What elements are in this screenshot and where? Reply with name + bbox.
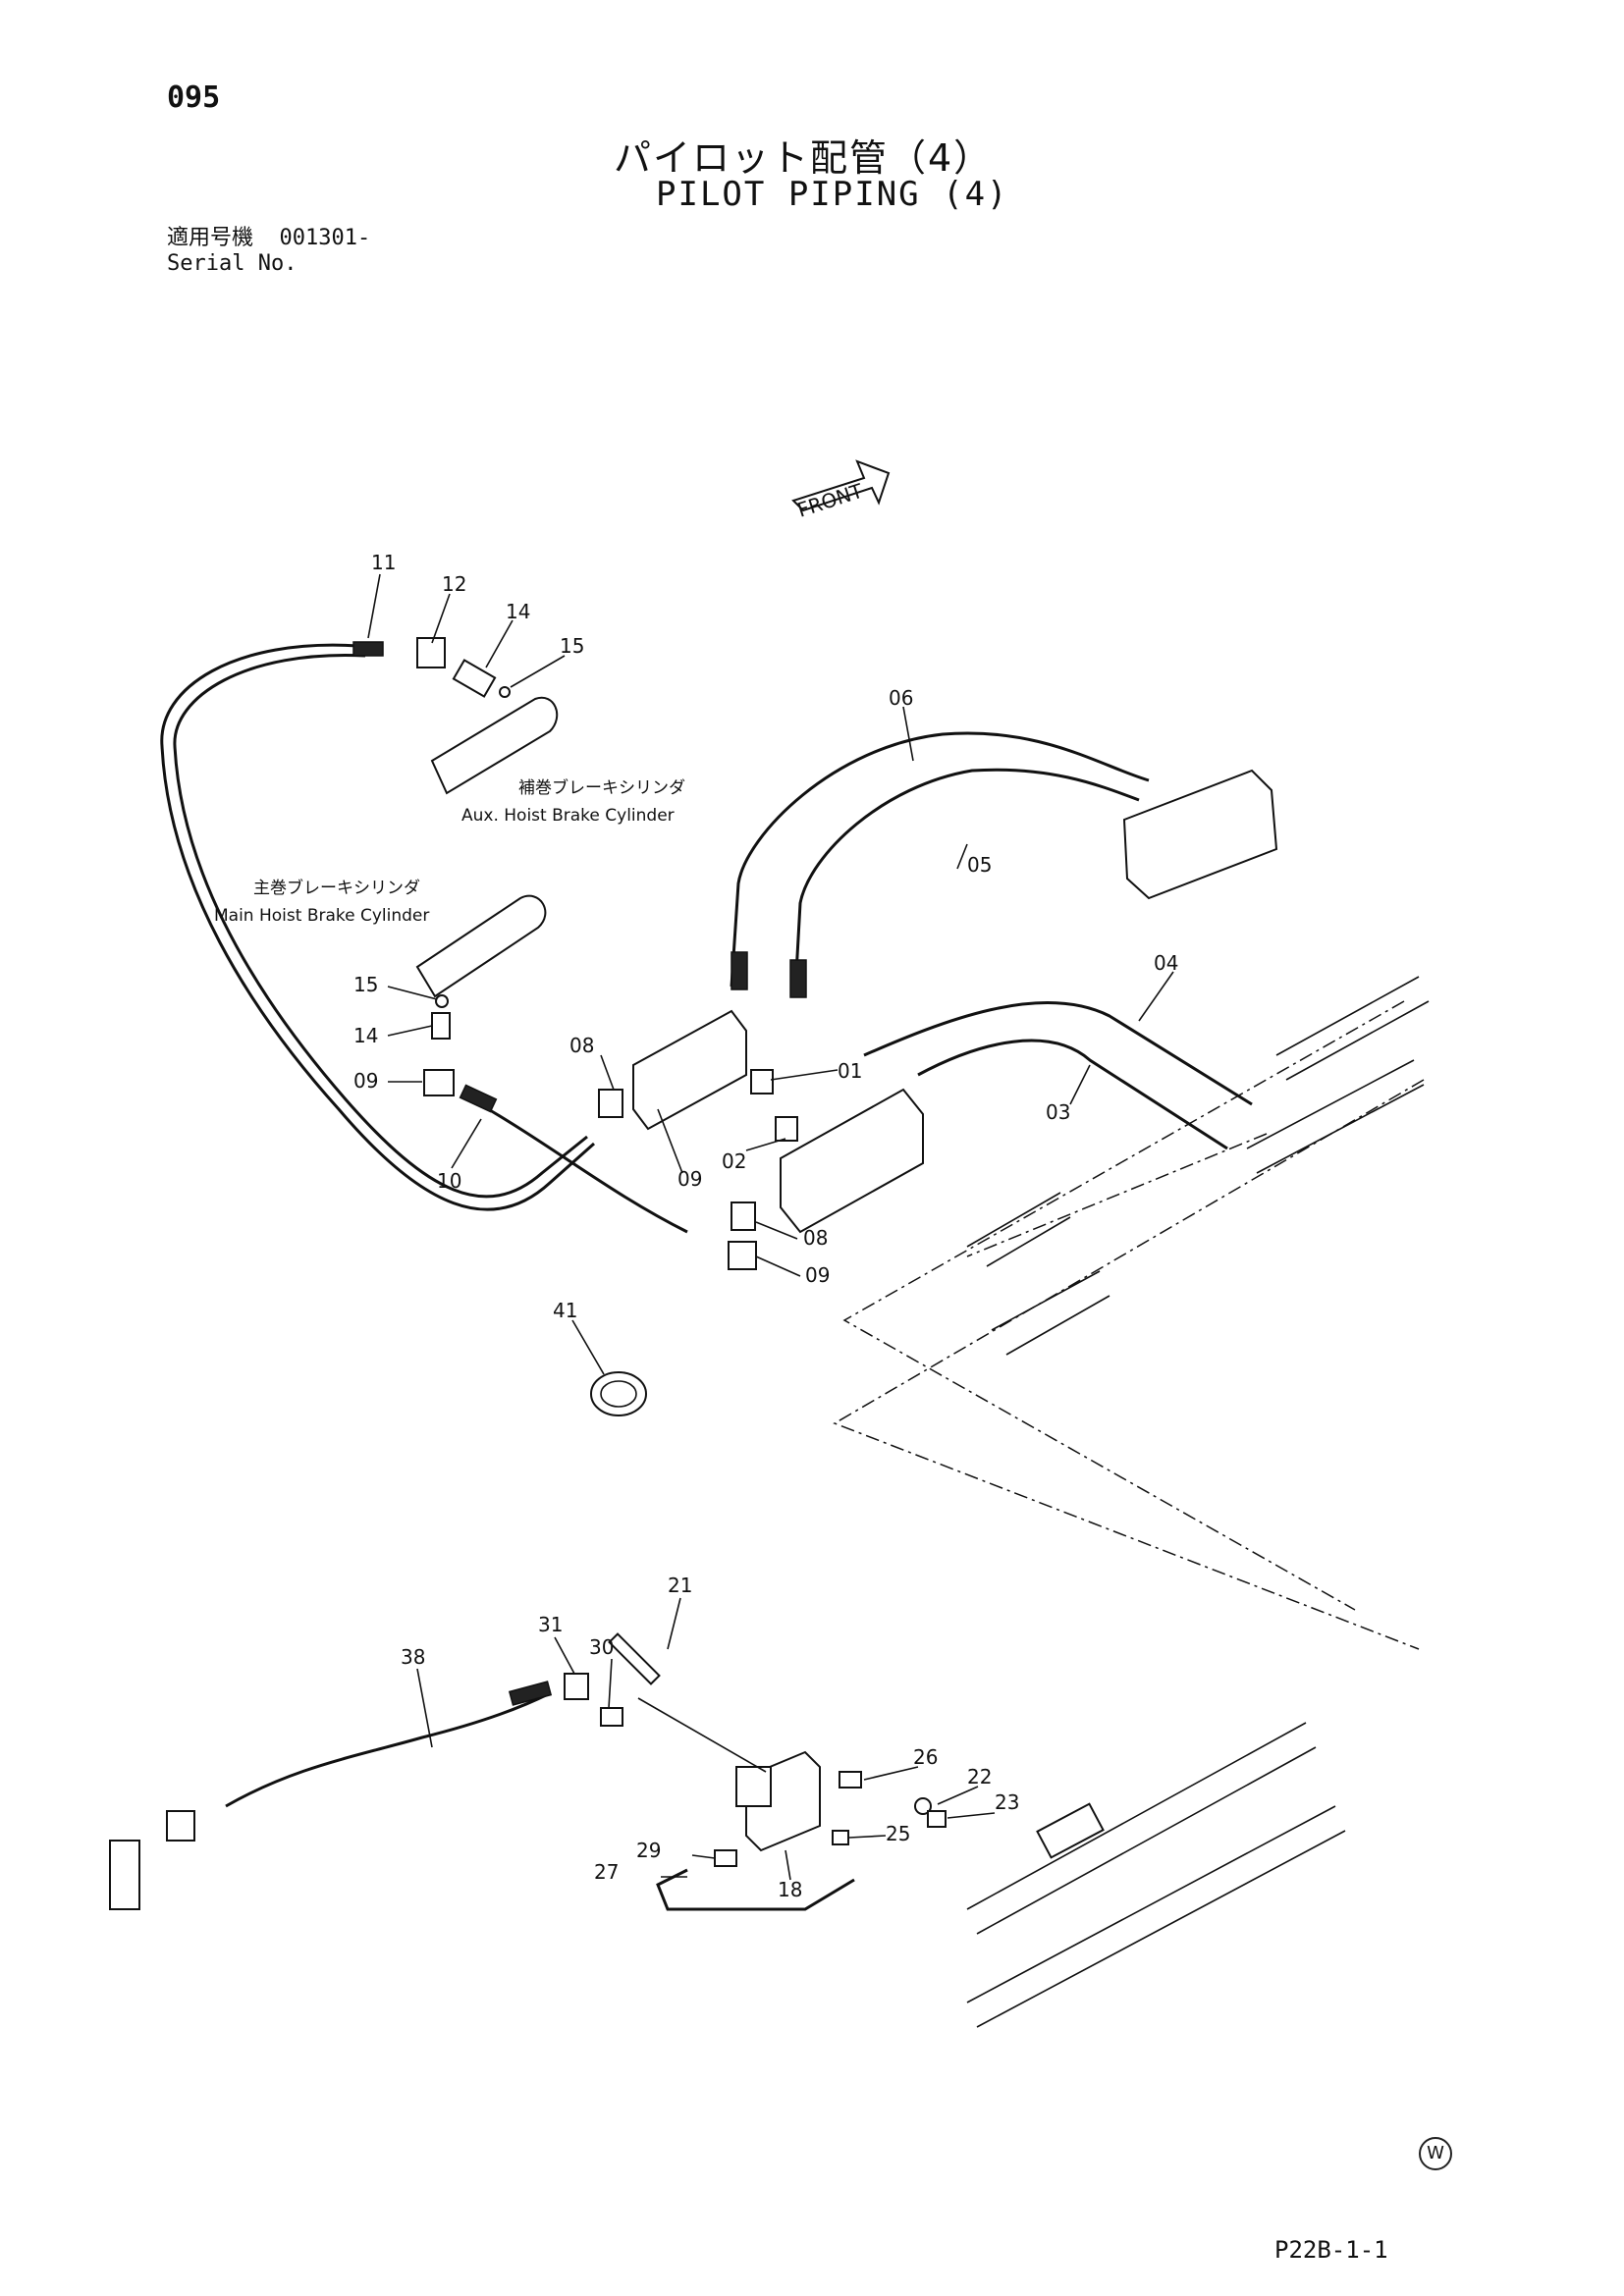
callout-11: 11 bbox=[371, 551, 396, 574]
bolt-21 bbox=[608, 1632, 661, 1685]
pipe-27 bbox=[656, 1868, 855, 1911]
tee-09-b bbox=[728, 1241, 757, 1270]
callout-23: 23 bbox=[995, 1790, 1019, 1814]
callout-26: 26 bbox=[913, 1745, 938, 1769]
tee-31 bbox=[564, 1673, 589, 1700]
callout-29: 29 bbox=[636, 1839, 661, 1862]
serial-label-jp: 適用号機 bbox=[167, 226, 254, 250]
hose-06 bbox=[730, 731, 1150, 988]
front-label: FRONT bbox=[794, 479, 866, 522]
note-aux-en: Aux. Hoist Brake Cylinder bbox=[461, 806, 675, 826]
hose-38 bbox=[225, 1691, 551, 1808]
serial-block: 適用号機 001301- Serial No. bbox=[167, 226, 370, 277]
hose-05 bbox=[793, 768, 1140, 992]
fitting-11 bbox=[352, 641, 384, 657]
hose-03 bbox=[917, 1039, 1228, 1150]
hose-11 bbox=[160, 643, 595, 1211]
adapter-30 bbox=[600, 1707, 623, 1727]
hose-10 bbox=[470, 1097, 688, 1234]
adapter-26 bbox=[839, 1771, 862, 1789]
callout-01: 01 bbox=[838, 1059, 862, 1083]
callout-05: 05 bbox=[967, 853, 992, 877]
callout-15: 15 bbox=[560, 634, 584, 658]
note-aux-jp: 補巻ブレーキシリンダ bbox=[518, 777, 685, 798]
callout-15-b: 15 bbox=[353, 973, 378, 996]
adapter-29 bbox=[714, 1849, 737, 1867]
callout-12: 12 bbox=[442, 572, 466, 596]
hose-04 bbox=[863, 1001, 1253, 1106]
callout-09-b: 09 bbox=[353, 1069, 378, 1093]
valve-block-top bbox=[1122, 769, 1278, 900]
callout-25: 25 bbox=[886, 1822, 910, 1845]
nut-23 bbox=[927, 1810, 947, 1828]
aux-hoist-cylinder bbox=[430, 696, 559, 795]
callout-06: 06 bbox=[889, 686, 913, 710]
callout-38: 38 bbox=[401, 1645, 425, 1669]
serial-value: 001301- bbox=[279, 226, 371, 250]
note-main-en: Main Hoist Brake Cylinder bbox=[214, 906, 429, 926]
callout-08-a: 08 bbox=[569, 1034, 594, 1057]
callout-41: 41 bbox=[553, 1299, 577, 1322]
title-japanese: パイロット配管（4） bbox=[614, 136, 994, 180]
elbow-08-a bbox=[598, 1089, 623, 1118]
callout-09-a: 09 bbox=[677, 1167, 702, 1191]
tee-09-left bbox=[423, 1069, 455, 1096]
callout-08-b: 08 bbox=[803, 1226, 828, 1250]
valve-block-right bbox=[780, 1088, 924, 1234]
callout-14-b: 14 bbox=[353, 1024, 378, 1047]
serial-label-en: Serial No. bbox=[167, 251, 298, 276]
main-hoist-cylinder bbox=[415, 894, 547, 998]
plug-25 bbox=[832, 1830, 849, 1845]
callout-02: 02 bbox=[722, 1149, 746, 1173]
oring-15 bbox=[499, 686, 511, 698]
callout-10: 10 bbox=[437, 1169, 461, 1193]
elbow-08-b bbox=[731, 1201, 756, 1231]
adapter-14-lower bbox=[431, 1012, 451, 1040]
title-english: PILOT PIPING (4) bbox=[656, 175, 1009, 214]
front-arrow-icon: FRONT bbox=[791, 459, 891, 522]
fitting-12 bbox=[416, 637, 446, 668]
callout-21: 21 bbox=[668, 1574, 692, 1597]
callout-22: 22 bbox=[967, 1765, 992, 1789]
callout-31: 31 bbox=[538, 1613, 563, 1636]
callout-30: 30 bbox=[589, 1635, 614, 1659]
note-main-jp: 主巻ブレーキシリンダ bbox=[253, 878, 420, 898]
fitting-01 bbox=[750, 1069, 774, 1095]
bracket-left bbox=[109, 1840, 140, 1910]
valve-block-left bbox=[632, 1009, 747, 1131]
watermark-w-icon: W bbox=[1419, 2137, 1452, 2170]
callout-27: 27 bbox=[594, 1860, 619, 1884]
reference-code: P22B-1-1 bbox=[1274, 2236, 1388, 2264]
callout-03: 03 bbox=[1046, 1100, 1070, 1124]
fitting-14 bbox=[452, 659, 497, 698]
clamp-41 bbox=[590, 1371, 647, 1416]
callout-04: 04 bbox=[1154, 951, 1178, 975]
callout-14: 14 bbox=[506, 600, 530, 623]
callout-09-c: 09 bbox=[805, 1263, 830, 1287]
fitting-02 bbox=[775, 1116, 798, 1142]
callout-18: 18 bbox=[778, 1878, 802, 1901]
page-number: 095 bbox=[167, 80, 221, 115]
